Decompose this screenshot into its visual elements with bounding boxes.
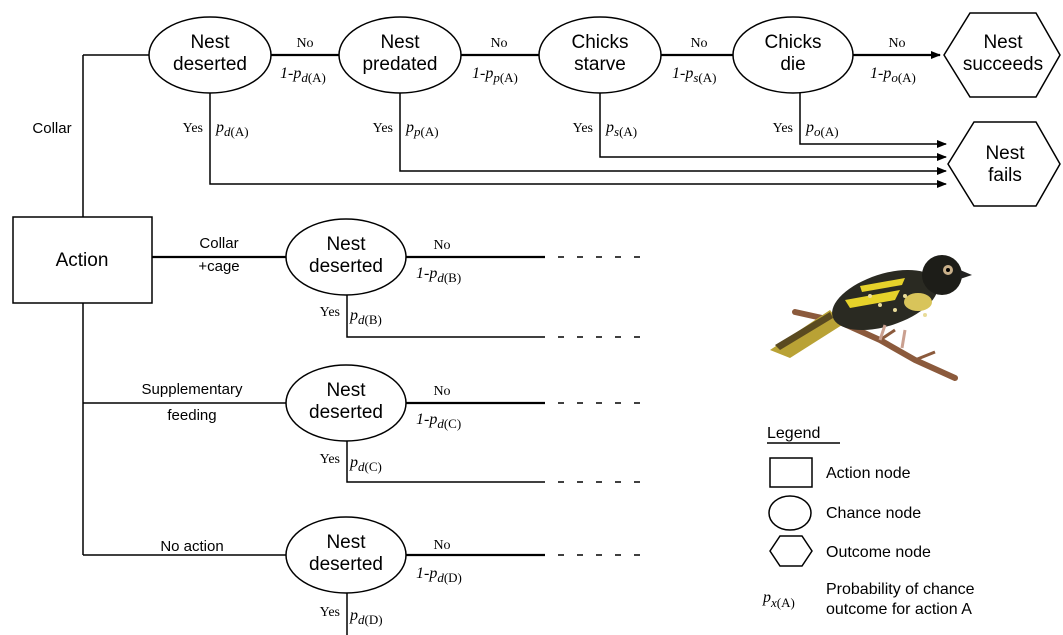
svg-text:Nest: Nest [326,380,366,401]
branch-label-no-action: No action [160,538,223,555]
branch-label-supplementary-1: Supplementary [142,381,243,398]
svg-text:Nest: Nest [380,32,420,53]
continuation-dots [558,256,650,556]
no-label: No [433,538,450,553]
svg-text:Chicks: Chicks [571,32,628,53]
chance-node-nest-predated: Nest predated [338,16,462,94]
svg-text:Nest: Nest [985,143,1025,164]
svg-text:starve: starve [574,54,626,75]
legend-prob-line2: outcome for action A [826,601,972,618]
yes-label: Yes [573,121,593,136]
svg-text:fails: fails [988,165,1022,186]
no-label: No [433,384,450,399]
action-node: Action [12,216,153,304]
svg-text:Nest: Nest [326,532,366,553]
svg-text:Nest: Nest [983,32,1023,53]
legend-chance-node-label: Chance node [826,505,921,522]
yes-label: Yes [183,121,203,136]
yes-label: Yes [320,605,340,620]
legend-outcome-node-icon [769,535,813,567]
legend-title: Legend [767,425,820,442]
legend-action-node-label: Action node [826,465,911,482]
no-label: No [490,36,507,51]
prob-1-pp-a: 1-pp(A) [472,65,518,85]
chance-node-chicks-die: Chicks die [732,16,854,94]
no-label: No [888,36,905,51]
prob-1-po-a: 1-po(A) [870,65,916,85]
no-label: No [296,36,313,51]
prob-pd-d: pd(D) [349,607,383,627]
legend-chance-node-icon [768,495,812,531]
outcome-node-nest-succeeds: Nest succeeds [943,12,1061,98]
svg-text:deserted: deserted [309,256,383,277]
legend-action-node-icon [769,457,813,488]
prob-ps-a: ps(A) [605,119,637,139]
prob-1-pd-b: 1-pd(B) [416,265,461,285]
prob-pp-a: pp(A) [405,119,439,139]
legend-prob-symbol: px(A) [762,589,795,610]
action-node-label: Action [56,250,109,271]
chance-node-nest-deserted-b: Nest deserted [285,218,407,296]
branch-label-collar: Collar [32,120,71,137]
chance-node-nest-deserted-a: Nest deserted [148,16,272,94]
yes-label: Yes [373,121,393,136]
no-label: No [690,36,707,51]
bird-illustration [770,255,972,381]
prob-pd-a: pd(A) [215,119,249,139]
chance-node-chicks-starve: Chicks starve [538,16,662,94]
branch-label-collar-cage-1: Collar [199,235,238,252]
svg-text:Nest: Nest [326,234,366,255]
svg-text:Chicks: Chicks [764,32,821,53]
outcome-node-nest-fails: Nest fails [947,121,1061,207]
branch-label-collar-cage-2: +cage [198,258,239,275]
yes-label: Yes [320,452,340,467]
no-label: No [433,238,450,253]
yes-label: Yes [320,305,340,320]
svg-text:predated: predated [362,54,437,75]
svg-text:deserted: deserted [309,402,383,423]
svg-text:succeeds: succeeds [963,54,1043,75]
prob-1-pd-a: 1-pd(A) [280,65,326,85]
svg-text:Nest: Nest [190,32,230,53]
legend-prob-line1: Probability of chance [826,581,975,598]
prob-pd-c: pd(C) [349,454,382,474]
tree-connectors [82,51,947,635]
yes-label: Yes [773,121,793,136]
prob-1-pd-d: 1-pd(D) [416,565,462,585]
svg-text:deserted: deserted [309,554,383,575]
legend: Legend Action node Chance node Outcome n… [762,425,975,618]
prob-1-ps-a: 1-ps(A) [672,65,716,85]
prob-pd-b: pd(B) [349,307,382,327]
svg-text:die: die [780,54,805,75]
legend-outcome-node-label: Outcome node [826,544,931,561]
prob-po-a: po(A) [805,119,839,139]
chance-node-nest-deserted-d: Nest deserted [285,516,407,594]
prob-1-pd-c: 1-pd(C) [416,411,461,431]
svg-text:deserted: deserted [173,54,247,75]
branch-label-supplementary-2: feeding [167,407,216,424]
chance-node-nest-deserted-c: Nest deserted [285,364,407,442]
